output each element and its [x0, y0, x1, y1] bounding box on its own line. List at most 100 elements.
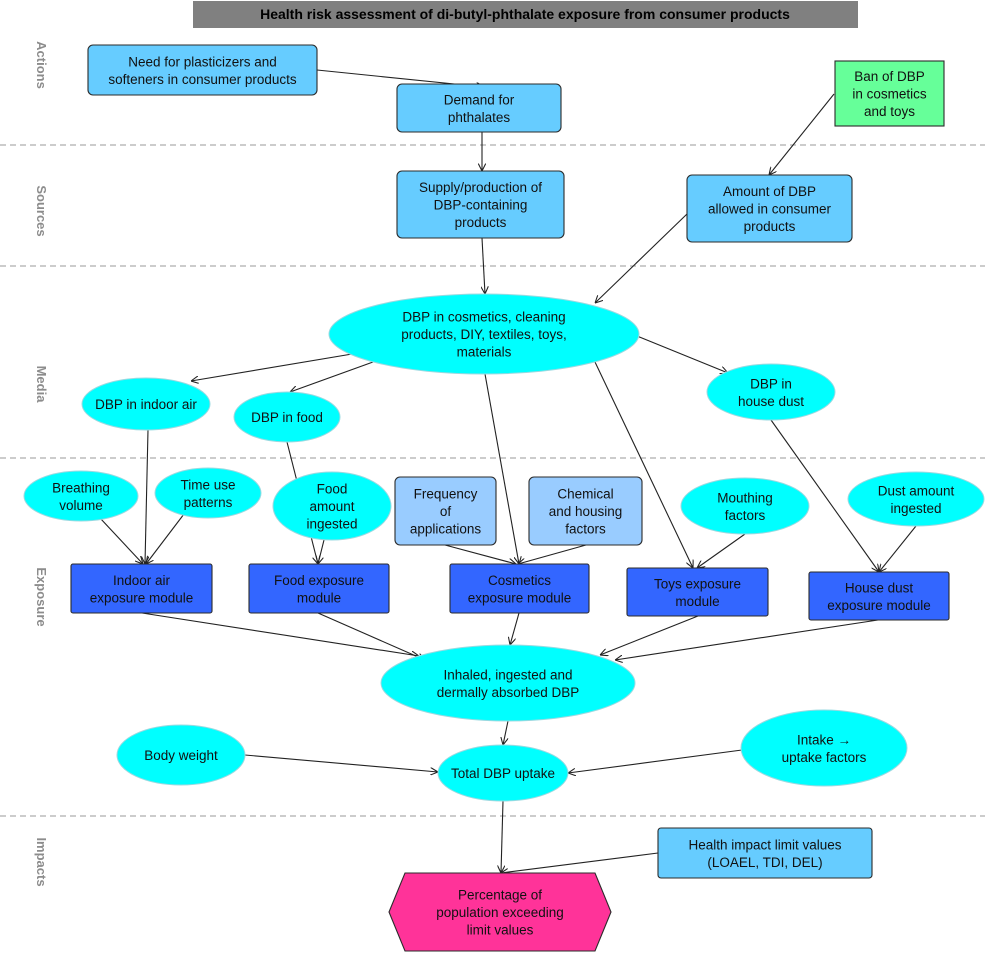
arrow-amount-to-cosmetics-media — [595, 213, 688, 303]
arrow-cosmetics-media-to-cosmetics-module — [484, 373, 519, 564]
node-label: Indoor air — [113, 573, 171, 588]
node-box — [396, 83, 562, 133]
node-body-weight: Body weight — [116, 724, 246, 786]
arrow-breathing-to-indoor-module — [99, 517, 143, 564]
node-label: Ban of DBP — [854, 69, 925, 84]
node-ellipse — [328, 293, 640, 375]
arrow-food-module-to-inhaled — [317, 612, 425, 660]
arrow-indoor-module-to-inhaled — [141, 612, 419, 656]
node-label: DBP in cosmetics, cleaning — [402, 310, 565, 325]
arrow-total-uptake-to-percentage — [501, 800, 503, 873]
node-label: and toys — [864, 104, 915, 119]
node-label: Intake → — [797, 732, 851, 747]
node-health-limits: Health impact limit values(LOAEL, TDI, D… — [657, 827, 873, 879]
arrow-cosmetics-module-to-inhaled — [510, 612, 520, 645]
node-box — [528, 476, 643, 546]
node-label: Supply/production of — [419, 180, 542, 195]
node-label: Toys exposure — [654, 576, 741, 591]
node-label: Food — [317, 482, 348, 497]
node-label: Percentage of — [458, 888, 542, 903]
node-label: products — [744, 219, 796, 234]
node-label: DBP in indoor air — [95, 397, 197, 412]
node-ellipse — [81, 377, 211, 431]
node-label: (LOAEL, TDI, DEL) — [707, 855, 822, 870]
node-box — [394, 476, 497, 546]
node-label: allowed in consumer — [708, 202, 832, 217]
node-inhaled: Inhaled, ingested and dermally absorbed D… — [380, 644, 636, 722]
node-box — [70, 563, 213, 614]
arrow-chemical-to-cosmetics-module — [518, 544, 587, 564]
arrow-cosmetics-media-to-house-dust — [636, 335, 728, 373]
arrow-cosmetics-media-to-food — [290, 361, 374, 392]
node-label: of — [440, 504, 452, 519]
node-label: DBP in food — [251, 410, 323, 425]
lane-label-exposure: Exposure — [34, 567, 49, 626]
node-ellipse — [680, 477, 810, 535]
node-label: uptake factors — [782, 750, 867, 765]
arrow-house-dust-to-dust-module — [770, 419, 879, 572]
node-label: in cosmetics — [852, 87, 927, 102]
arrow-inhaled-to-total-uptake — [503, 720, 509, 745]
arrow-dust-amount-to-dust-module — [879, 525, 917, 572]
node-label: amount — [309, 499, 354, 514]
arrow-indoor-air-to-indoor-module — [145, 429, 148, 564]
node-label: products, DIY, textiles, toys, — [401, 327, 567, 342]
node-box — [808, 571, 950, 621]
node-box — [626, 567, 769, 617]
arrow-intake-factors-to-total-uptake — [568, 749, 743, 773]
node-label: exposure module — [90, 590, 194, 605]
node-label: House dust — [845, 580, 914, 595]
node-label: module — [675, 594, 719, 609]
node-box — [686, 174, 853, 243]
node-label: Total DBP uptake — [451, 766, 555, 781]
node-hexagon — [388, 872, 612, 952]
arrow-mouthing-to-toys-module — [697, 533, 746, 568]
node-label: ingested — [890, 501, 941, 516]
node-intake-factors: Intake → uptake factors — [740, 709, 908, 787]
node-label: Inhaled, ingested and — [443, 667, 572, 682]
node-ellipse — [23, 470, 139, 522]
arrow-cosmetics-media-to-toys-module — [594, 361, 693, 568]
node-label: Demand for — [444, 92, 515, 107]
node-label: phthalates — [448, 110, 511, 125]
node-label: products — [455, 215, 507, 230]
node-total-uptake: Total DBP uptake — [437, 744, 569, 802]
node-ellipse — [272, 471, 392, 541]
node-box — [449, 563, 590, 614]
node-food-amount: Food amount ingested — [272, 471, 392, 541]
arrow-frequency-to-cosmetics-module — [444, 544, 516, 564]
node-ellipse — [847, 471, 985, 527]
lane-label-sources: Sources — [34, 185, 49, 236]
title-bar — [193, 1, 858, 28]
arrow-dust-module-to-inhaled — [615, 619, 879, 660]
lane-label-actions: Actions — [34, 41, 49, 89]
node-label: factors — [565, 522, 606, 537]
node-label: Food exposure — [274, 573, 364, 588]
node-indoor-air: DBP in indoor air — [81, 377, 211, 431]
node-demand: Demand for phthalates — [396, 83, 562, 133]
node-label: and housing — [549, 504, 623, 519]
node-label: materials — [457, 345, 512, 360]
node-label: ingested — [306, 517, 357, 532]
node-ellipse — [740, 709, 908, 787]
node-label: dermally absorbed DBP — [437, 685, 580, 700]
node-ellipse — [116, 724, 246, 786]
diagram-title: Health risk assessment of di-butyl-phtha… — [260, 6, 790, 22]
node-label: Mouthing — [717, 490, 773, 505]
arrow-supply-to-cosmetics-media — [482, 237, 485, 294]
node-box — [248, 563, 390, 614]
arrow-toys-module-to-inhaled — [600, 615, 699, 655]
node-ellipse — [233, 391, 341, 443]
node-box — [834, 60, 945, 127]
node-toys-module: Toys exposure module — [626, 567, 769, 617]
